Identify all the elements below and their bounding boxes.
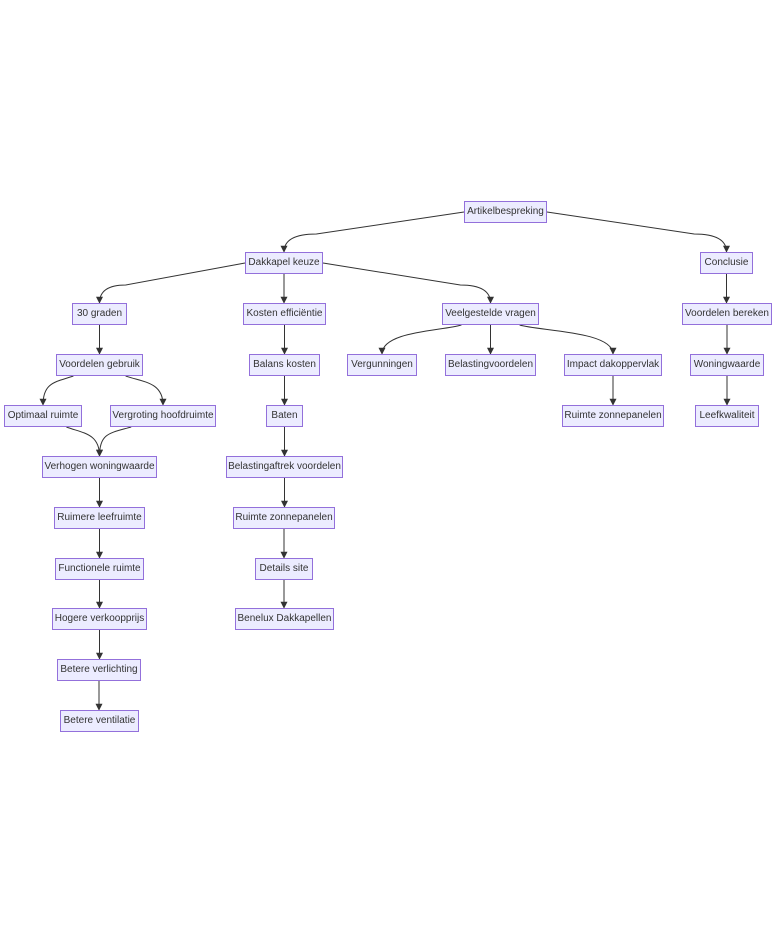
node-impact-dakoppervlak: Impact dakoppervlak bbox=[564, 354, 662, 376]
node-kosten-efficientie: Kosten efficiëntie bbox=[243, 303, 326, 325]
node-conclusie: Conclusie bbox=[700, 252, 753, 274]
edge-artikel-to-dakkapel bbox=[280, 211, 465, 253]
node-leefkwaliteit: Leefkwaliteit bbox=[695, 405, 759, 427]
node-betere-verlichting: Betere verlichting bbox=[57, 659, 141, 681]
node-hogere-verkoopprijs: Hogere verkoopprijs bbox=[52, 608, 147, 630]
node-baten: Baten bbox=[266, 405, 303, 427]
node-functionele-ruimte: Functionele ruimte bbox=[55, 558, 144, 580]
edge-dakkapel-to-dertig bbox=[96, 262, 246, 304]
node-voordelen-bereken: Voordelen bereken bbox=[682, 303, 772, 325]
node-woningwaarde: Woningwaarde bbox=[690, 354, 764, 376]
node-details-site: Details site bbox=[255, 558, 313, 580]
edge-vergroting-to-verhogen bbox=[96, 426, 132, 457]
edge-voordelenGebruik-to-vergroting bbox=[125, 375, 167, 406]
node-voordelen-gebruik: Voordelen gebruik bbox=[56, 354, 143, 376]
node-dakkapel-keuze: Dakkapel keuze bbox=[245, 252, 323, 274]
node-optimaal-ruimte: Optimaal ruimte bbox=[4, 405, 82, 427]
node-vergroting-hoofdruimte: Vergroting hoofdruimte bbox=[110, 405, 216, 427]
edge-optimaal-to-verhogen bbox=[66, 426, 103, 457]
node-vergunningen: Vergunningen bbox=[347, 354, 417, 376]
node-ruimte-zonnepanelen-kosten: Ruimte zonnepanelen bbox=[233, 507, 335, 529]
edge-artikel-to-conclusie bbox=[546, 211, 730, 253]
node-betere-ventilatie: Betere ventilatie bbox=[60, 710, 139, 732]
node-ruimte-zonnepanelen-impact: Ruimte zonnepanelen bbox=[562, 405, 664, 427]
node-belastingaftrek-voordelen: Belastingaftrek voordelen bbox=[226, 456, 343, 478]
node-artikelbespreking: Artikelbespreking bbox=[464, 201, 547, 223]
node-ruimere-leefruimte: Ruimere leefruimte bbox=[54, 507, 145, 529]
edge-dakkapel-to-veelgestelde bbox=[322, 262, 494, 304]
node-verhogen-woningwaarde: Verhogen woningwaarde bbox=[42, 456, 157, 478]
node-belastingvoordelen: Belastingvoordelen bbox=[445, 354, 536, 376]
edge-voordelenGebruik-to-optimaal bbox=[39, 375, 74, 406]
node-veelgestelde-vragen: Veelgestelde vragen bbox=[442, 303, 539, 325]
node-balans-kosten: Balans kosten bbox=[249, 354, 320, 376]
node-benelux-dakkapellen: Benelux Dakkapellen bbox=[235, 608, 334, 630]
node-30-graden: 30 graden bbox=[72, 303, 127, 325]
edge-veelgestelde-to-impact bbox=[519, 324, 617, 355]
edge-veelgestelde-to-vergunningen bbox=[378, 324, 462, 355]
